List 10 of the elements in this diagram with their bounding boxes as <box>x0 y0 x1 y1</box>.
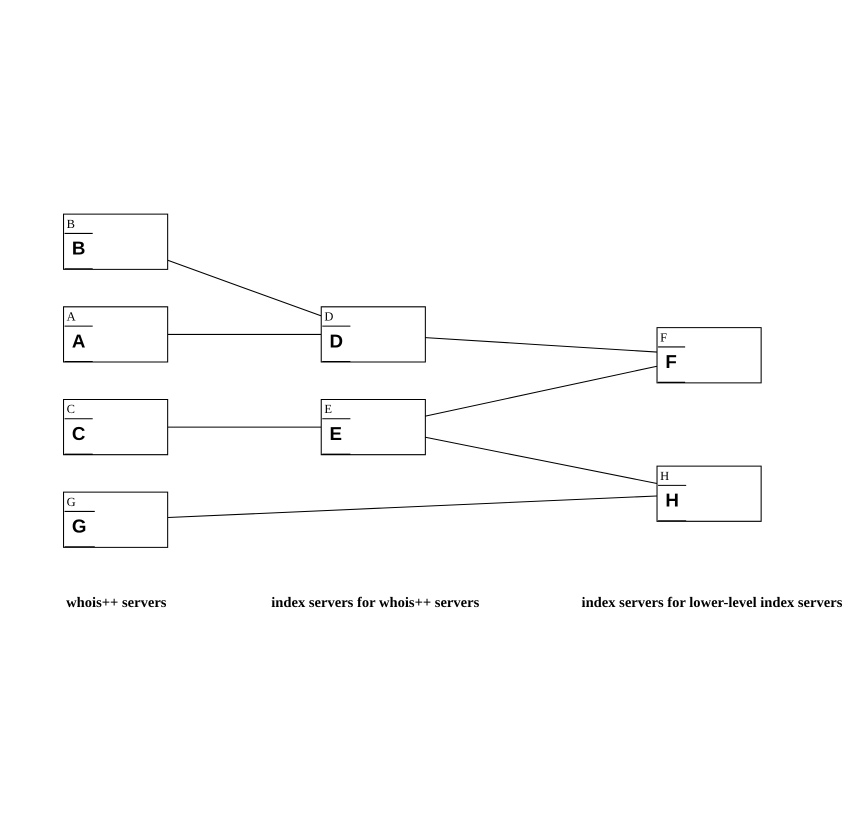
label: index servers for whois++ servers <box>271 594 480 611</box>
label: index servers for lower-level index servers <box>582 594 842 611</box>
connector <box>425 337 658 353</box>
connector <box>425 436 658 484</box>
connector <box>168 334 322 335</box>
label: whois++ servers <box>66 594 166 611</box>
connector <box>168 426 322 428</box>
connector <box>168 260 322 316</box>
connector <box>168 495 657 518</box>
connector <box>425 366 658 417</box>
